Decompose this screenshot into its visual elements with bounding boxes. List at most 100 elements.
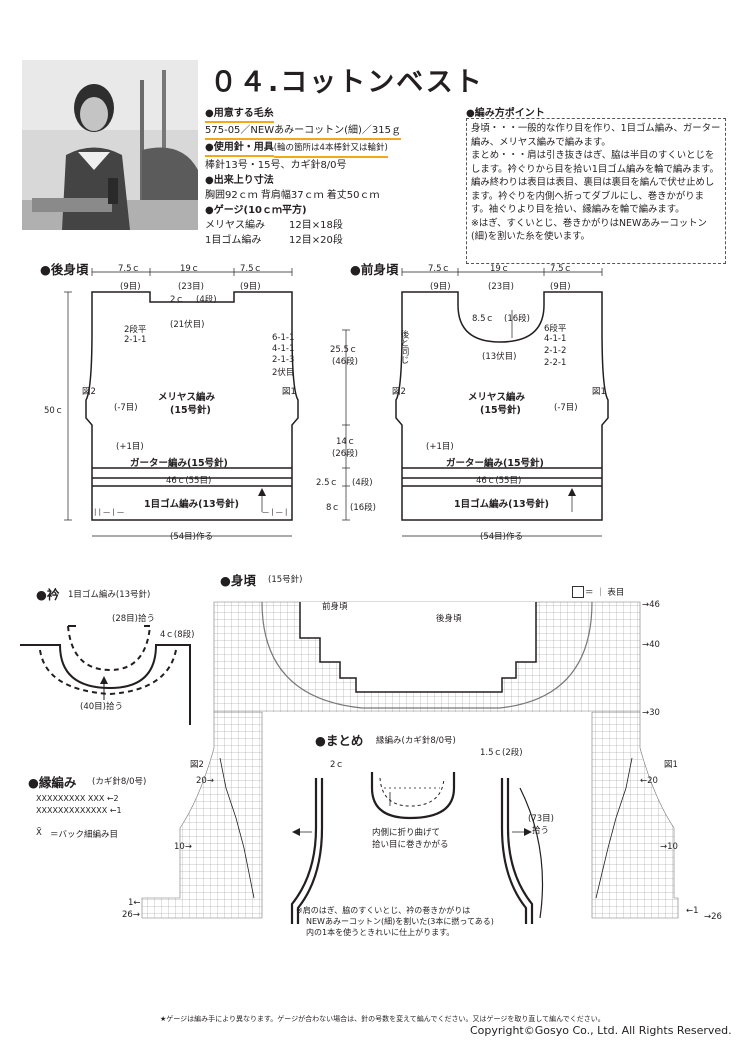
dim-label: (9目) [240,282,261,292]
garter-label: ガーター編み(15号針) [446,458,544,469]
points-line: まとめ・・・肩は引き抜きはぎ、脇は半目のすくいとじをします。衿ぐりから目を拾い1… [471,150,719,215]
dim-label: 25.5ｃ [330,345,358,355]
collar-pickup-bottom: (40目)拾う [80,702,123,712]
chart-fig1: 図1 [664,760,678,770]
dim-label: 2ｃ [170,295,184,305]
dim-label: 8ｃ [326,503,340,513]
dim-label: (23目) [178,282,204,292]
dec-label: 2伏目 [272,368,295,378]
edging-row: XXXXXXXXXXXXX ←1 [36,806,122,815]
dim-label: 46ｃ(55目) [476,476,522,486]
yarn-value: 575-05／NEWあみーコットン(細)／315ｇ [205,123,401,140]
finishing-panel [282,748,550,934]
dim-label: 2.5ｃ [316,478,339,488]
fig-label: 図1 [592,387,606,397]
dim-label: 8.5ｃ [472,314,495,324]
back-title: ●後身頃 [40,262,89,277]
edging-title: ●縁編み [28,775,77,790]
finishing-sub: 縁編み(カギ針8/0号) [376,734,456,746]
finishing-fold2: 拾い目に巻きかがる [372,840,449,850]
dim-label: (-7目) [554,403,578,413]
finishing-pickup2: 拾う [532,826,550,836]
legend-blank-square [572,586,584,598]
points-heading: ●編み方ポイント [466,108,545,119]
row-label: →30 [642,708,660,718]
edging-sub: (カギ針8/0号) [92,777,147,787]
model-photo [22,60,198,230]
dim-label: (54目)作る [170,532,213,542]
dec-label: 4-1-1 [272,344,295,354]
dec-label: 2-1-2 [544,346,567,356]
fig-label: 図2 [392,387,406,397]
row-label: 1← [128,898,141,908]
copyright: Copyright©Gosyo Co., Ltd. All Rights Res… [470,1024,732,1037]
finishing-fold: 内側に折り曲げて [372,828,441,838]
dim-label: (21伏目) [170,320,205,330]
dim-label: (4段) [196,295,217,305]
dim-label: 46ｃ(55目) [166,476,212,486]
row-label: 20→ [196,776,214,786]
dim-label: (4段) [352,478,373,488]
footnote: ★ゲージは編み手により異なります。ゲージが合わない場合は、針の号数を変えて編んで… [160,1015,605,1023]
dec-label: 4-1-1 [544,334,567,344]
dim-label: (16段) [350,503,376,513]
dim-label: (9目) [430,282,451,292]
chart-sub: (15号針) [268,575,303,585]
row-label: ←1 [686,906,699,916]
dim-label: (26段) [332,449,358,459]
dim-label: (54目)作る [480,532,523,542]
dim-label: 7.5ｃ [240,264,263,274]
row-label: →46 [642,600,660,610]
finishing-neck: 2ｃ [330,760,344,770]
edging-legend-symbol: X̃ [36,828,42,838]
dim-label: 7.5ｃ [550,264,573,274]
body-label: (15号針) [480,405,521,416]
finishing-note: 内の1本を使うときれいに仕上がります。 [306,928,455,937]
materials-block: ●用意する毛糸 575-05／NEWあみーコットン(細)／315ｇ ●使用針・用… [205,106,460,248]
yarn-heading: ●用意する毛糸 [205,106,274,123]
chart-legend: ＝ ｜ 表目 [585,588,625,598]
row-label: 10→ [174,842,192,852]
dim-label: 7.5ｃ [428,264,451,274]
chart-title: ●身頃 [220,573,256,588]
tools-note: (輪の箇所は4本棒針又は輪針) [273,141,388,158]
collar-sub: 1目ゴム編み(13号針) [68,590,151,600]
rib-label: 1目ゴム編み(13号針) [144,499,240,510]
dim-label: (13伏目) [482,352,517,362]
rib-symbol: | | — | — [94,508,124,516]
dim-label: (-7目) [114,403,138,413]
edging-row: XXXXXXXXX XXX ←2 [36,794,119,803]
collar-diagram [20,625,191,725]
points-box: 身頃・・・一般的な作り目を作り、1目ゴム編み、ガーター編み、メリヤス編みで編みま… [466,118,726,264]
fig-label: 図1 [282,387,296,397]
rib-symbol: — | — | [262,508,288,516]
fig-label: 図2 [82,387,96,397]
dec-label: 2-2-1 [544,358,567,368]
collar-pickup-top: (28目)拾う [112,614,155,624]
row-label: →10 [660,842,678,852]
dim-label: 7.5ｃ [118,264,141,274]
tools-heading: ●使用針・用具 [205,140,274,157]
edging-legend: ＝バック細編み目 [50,830,119,840]
dim-label: (23目) [488,282,514,292]
body-label: メリヤス編み [468,392,526,403]
dim-label: (16段) [504,314,530,324]
dim-label: (46段) [332,357,358,367]
finishing-title: ●まとめ [312,730,367,749]
dec-label: 2段平 [124,325,147,335]
dim-label: 14ｃ [336,437,356,447]
row-label: ←20 [640,776,658,786]
chart-back-label: 後身頃 [436,614,462,624]
points-line: ※はぎ、すくいとじ、巻きかがりはNEWあみーコットン(細)を割いた糸を使います。 [471,217,707,243]
dim-label: 19ｃ [180,264,200,274]
row-label: →40 [642,640,660,650]
finishing-pickup: (73目) [528,814,554,824]
dec-label: 6段平 [544,324,567,334]
garter-label: ガーター編み(15号針) [130,458,228,469]
dec-label: 2-1-3 [272,355,295,365]
collar-depth: 4ｃ(8段) [160,630,195,640]
finishing-shoulder: 1.5ｃ(2段) [480,748,523,758]
gauge-heading: ●ゲージ(10ｃｍ平方) [205,205,307,216]
